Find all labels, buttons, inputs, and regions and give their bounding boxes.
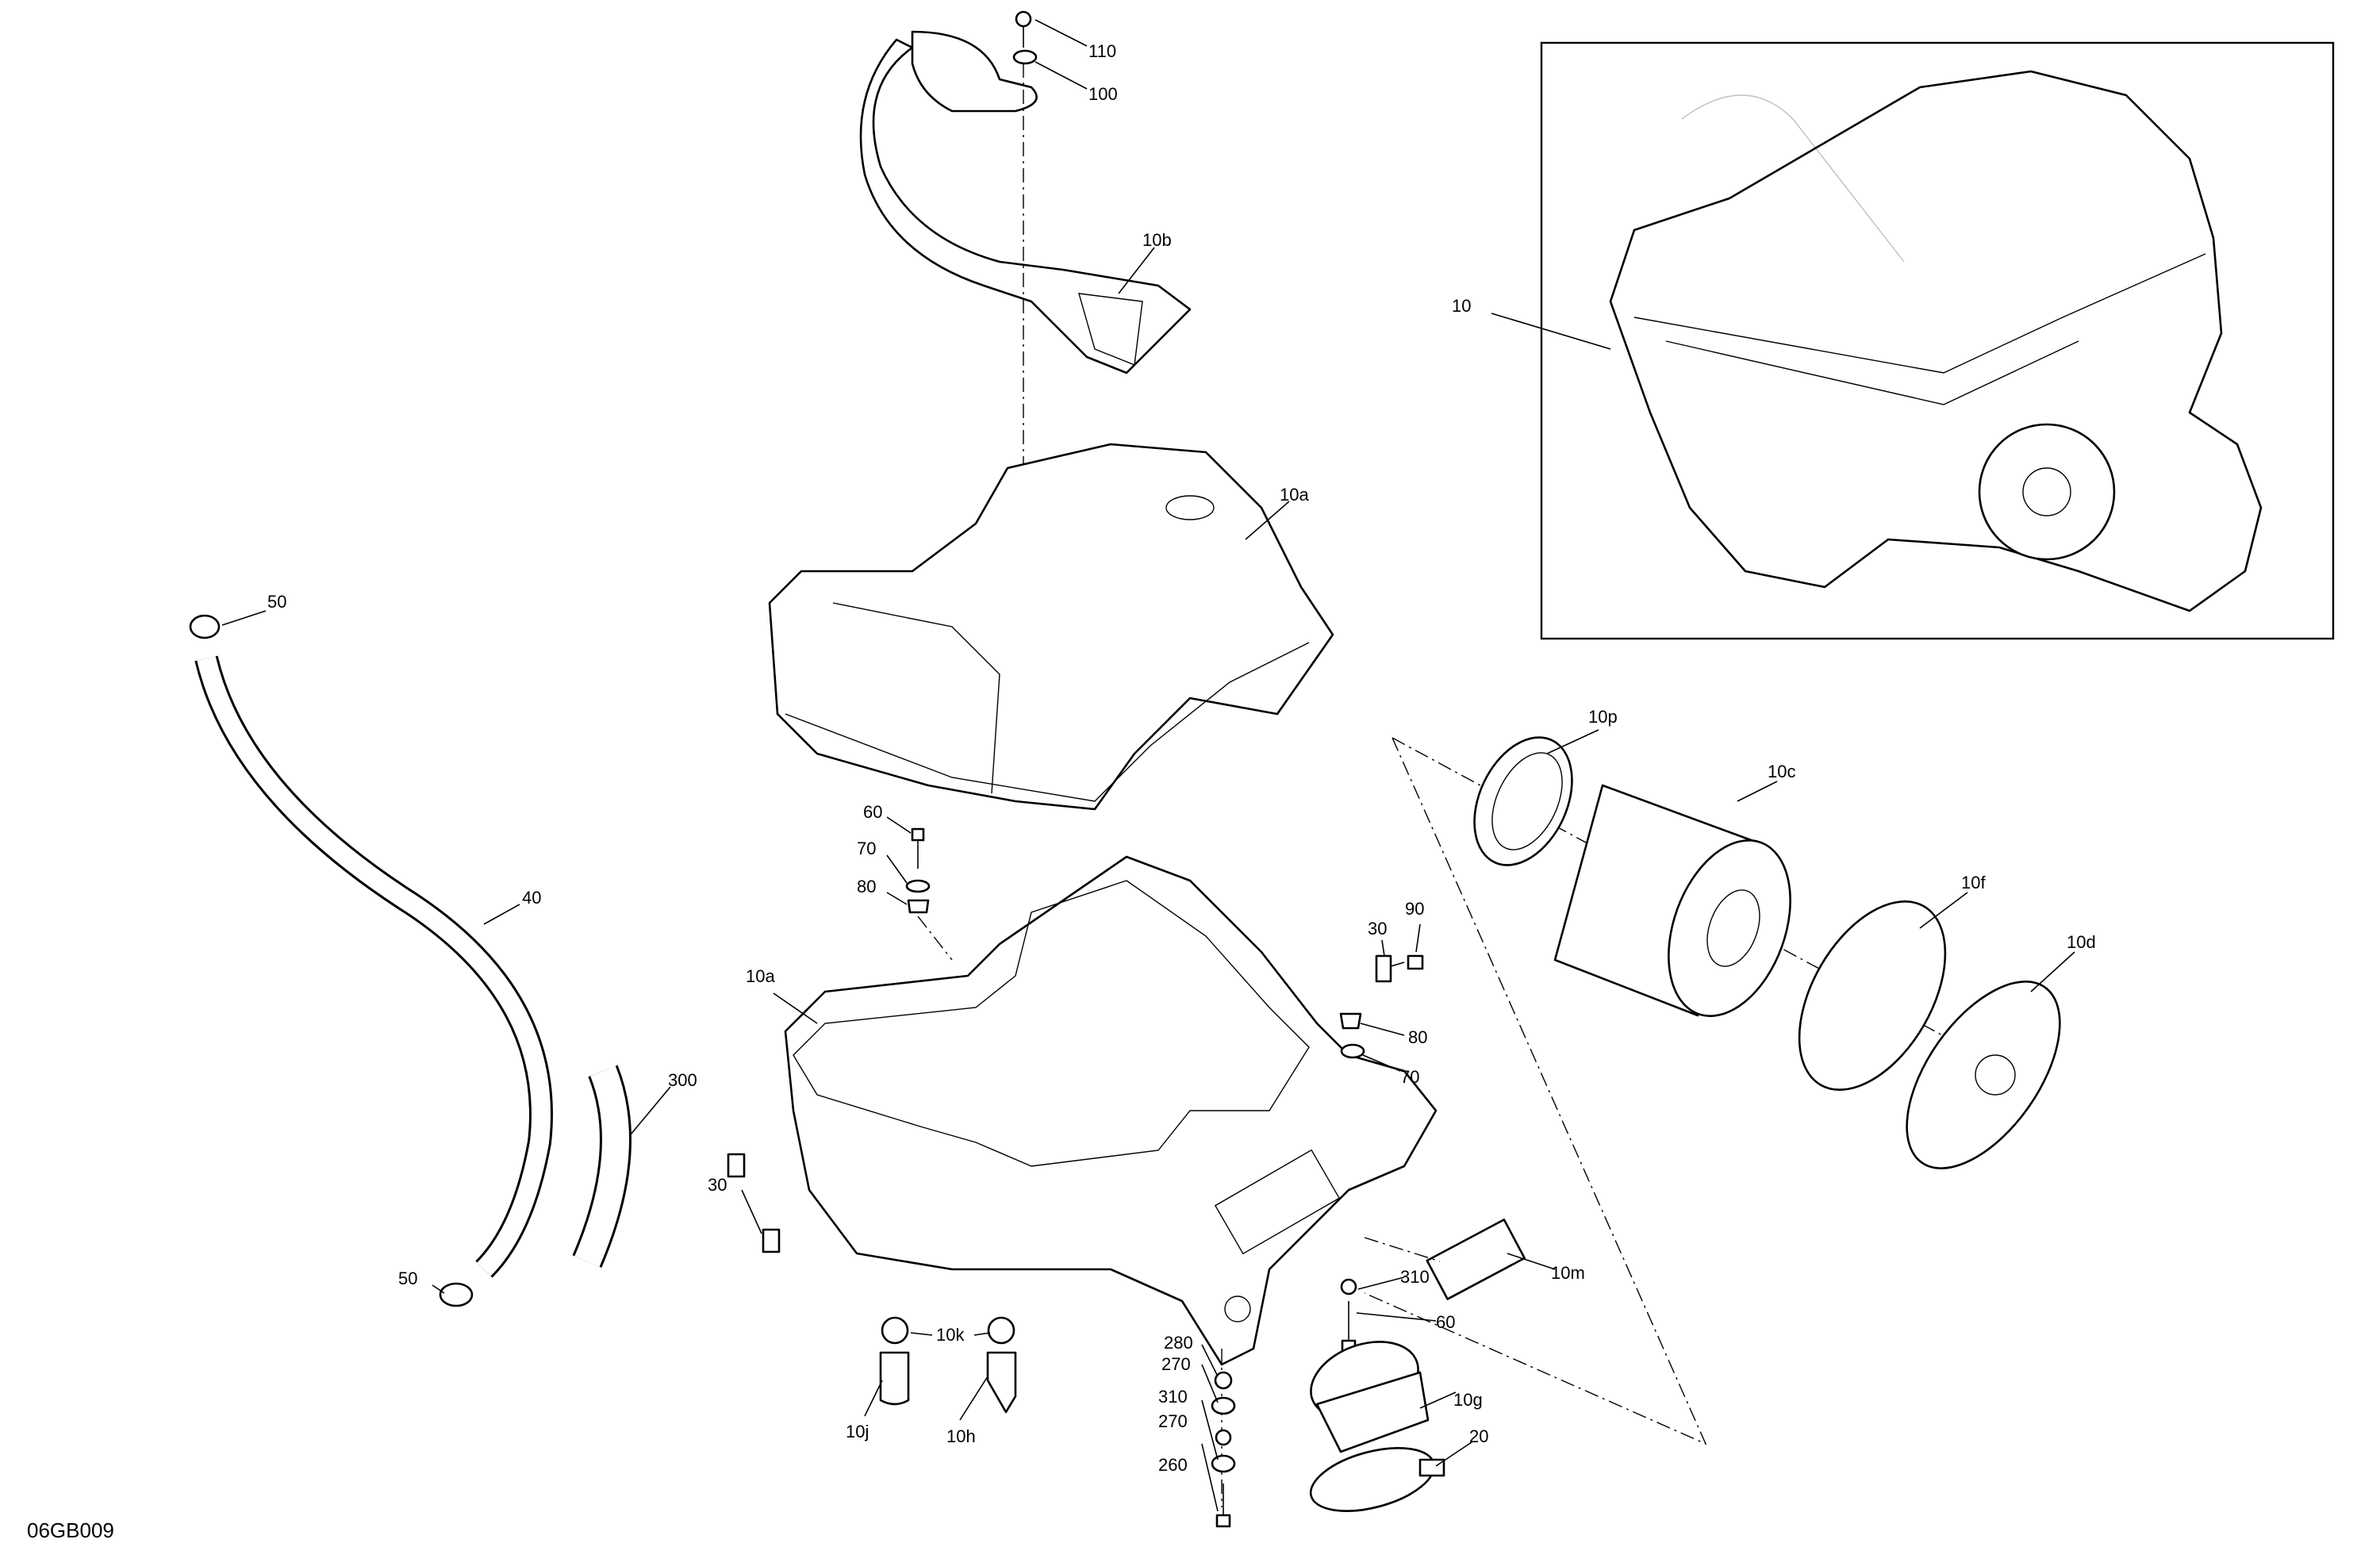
callout-40: 40 [522,888,541,908]
washer-70 [905,879,931,893]
callout-30-left: 30 [708,1175,727,1195]
leader-10 [1491,313,1611,350]
callout-80: 80 [857,877,876,896]
clip-30-b [762,1228,781,1253]
bolt-60-bottom [1341,1301,1357,1353]
callout-10p: 10p [1588,707,1618,727]
callout-270-a: 270 [1161,1354,1191,1374]
intake-tube-10b [859,30,1192,374]
hose-clamp-20 [1309,1447,1445,1512]
upper-housing-10a [768,443,1334,811]
bolt-260 [1215,1484,1231,1528]
callout-10b: 10b [1142,230,1172,250]
callout-70-right: 70 [1400,1067,1419,1087]
callout-10d: 10d [2067,932,2096,952]
nut-80-right [1339,1012,1362,1030]
callout-100: 100 [1088,84,1118,104]
callout-10f: 10f [1961,873,1986,892]
callout-10m: 10m [1551,1263,1585,1283]
washer-100 [1012,49,1038,65]
callout-60-bottom: 60 [1436,1312,1455,1332]
callout-50-bottom: 50 [398,1269,417,1288]
nut-80 [907,899,930,914]
assembled-airbox-inset [1540,41,2335,640]
clip-30-a [727,1153,746,1178]
callout-110: 110 [1088,41,1116,61]
screw-110 [1015,10,1032,48]
callout-10a-lower: 10a [746,966,775,986]
grommet-270-a [1211,1396,1236,1415]
gasket-10f [1798,900,1947,1091]
callout-90: 90 [1405,899,1424,919]
clamp-10k-b [987,1316,1015,1345]
spacer-310 [1215,1429,1232,1446]
clamp-50-top [189,614,221,639]
callout-310-stack: 310 [1158,1387,1188,1407]
callout-310-right: 310 [1400,1267,1430,1287]
bolt-90 [1380,954,1424,970]
callout-300: 300 [668,1070,697,1090]
bolt-60 [911,827,925,869]
vent-hose-40 [194,655,553,1278]
callout-20: 20 [1469,1426,1488,1446]
drain-10j [879,1351,910,1406]
cover-10d [1906,981,2061,1169]
label-sticker-10m [1426,1219,1526,1300]
clip-30-right [1375,954,1392,983]
intake-boot-10g [1310,1341,1430,1453]
callout-50-top: 50 [267,592,286,612]
callout-280: 280 [1164,1333,1193,1353]
callout-260: 260 [1158,1455,1188,1475]
drawing-reference-code: 06GB009 [27,1518,114,1542]
callout-30-right: 30 [1368,919,1387,938]
callout-70: 70 [857,839,876,858]
clamp-50-bottom [439,1282,474,1307]
callout-10k: 10k [936,1325,965,1345]
clamp-10k-a [881,1316,909,1345]
callout-60: 60 [863,802,882,822]
callout-10h: 10h [946,1426,976,1446]
lower-housing-10a [784,855,1438,1366]
callout-10a-upper: 10a [1280,485,1309,505]
air-filter-10c [1553,784,1791,1017]
drain-10h [986,1351,1017,1414]
callout-10c: 10c [1768,762,1795,781]
callout-10g: 10g [1453,1390,1483,1410]
seal-10p [1473,736,1573,866]
nut-310 [1340,1278,1357,1295]
spacer-280 [1214,1371,1233,1390]
grommet-270-b [1211,1454,1236,1473]
washer-70-right [1340,1043,1365,1059]
callout-270-b: 270 [1158,1411,1188,1431]
callout-10: 10 [1452,296,1471,316]
callout-10j: 10j [846,1422,869,1441]
callout-80-right: 80 [1408,1027,1427,1047]
